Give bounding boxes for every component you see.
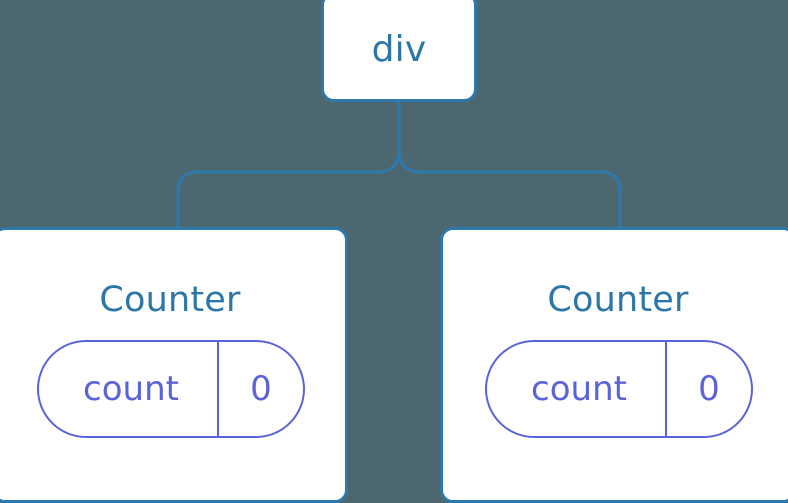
state-key-cell-left: count bbox=[39, 342, 217, 436]
state-value-cell-right: 0 bbox=[667, 342, 751, 436]
node-counter-left-label: Counter bbox=[99, 280, 241, 320]
node-root-label: div bbox=[371, 29, 427, 70]
state-key-cell-right: count bbox=[487, 342, 665, 436]
node-root-div[interactable]: div bbox=[321, 0, 477, 102]
node-counter-right-label: Counter bbox=[547, 280, 689, 320]
state-value-label-left: 0 bbox=[250, 369, 272, 409]
state-key-label-left: count bbox=[83, 369, 179, 409]
state-pill-right[interactable]: count 0 bbox=[485, 340, 753, 438]
state-pill-left[interactable]: count 0 bbox=[37, 340, 305, 438]
node-counter-right[interactable]: Counter count 0 bbox=[440, 227, 788, 503]
state-pill-divider-left bbox=[217, 342, 219, 436]
state-value-cell-left: 0 bbox=[219, 342, 303, 436]
state-pill-divider-right bbox=[665, 342, 667, 436]
state-key-label-right: count bbox=[531, 369, 627, 409]
node-counter-left[interactable]: Counter count 0 bbox=[0, 227, 348, 503]
state-value-label-right: 0 bbox=[698, 369, 720, 409]
